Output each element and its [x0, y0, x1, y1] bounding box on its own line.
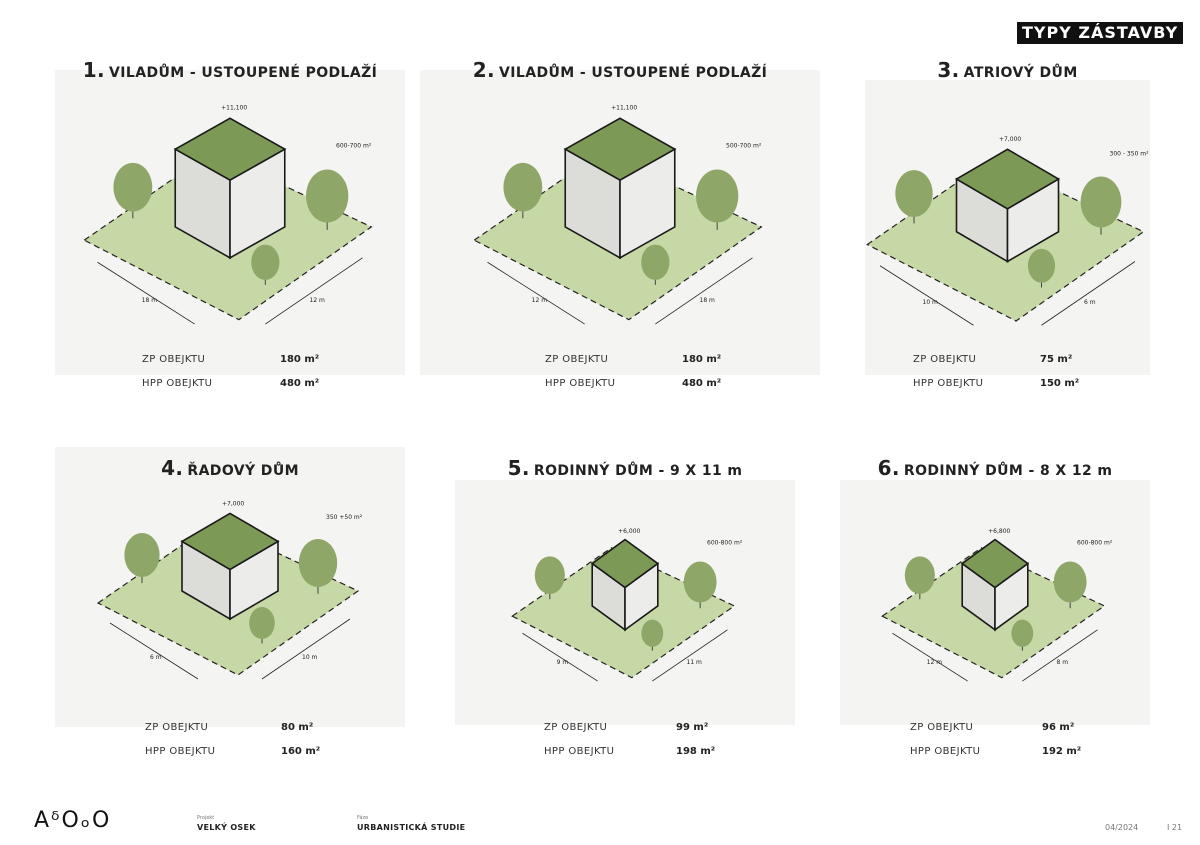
card-title: 3.ATRIOVÝ DŮM	[865, 58, 1150, 82]
dimension-label: 12 m	[532, 297, 548, 304]
plot-area-annotation: 500-700 m²	[726, 142, 762, 149]
page-badge: TYPY ZÁSTAVBY	[1017, 22, 1184, 44]
plot-area-annotation: 350 +50 m²	[326, 514, 363, 521]
project-caption: Projekt	[197, 815, 215, 821]
hpp-value: 192 m²	[1042, 746, 1082, 757]
card-number: 3.	[937, 58, 960, 82]
card-number: 1.	[82, 58, 106, 82]
building-roof	[960, 538, 1030, 589]
building-roof	[563, 117, 677, 182]
hpp-label: HPP OBEJKTU	[910, 746, 981, 757]
isometric-illustration: 18 m 12 m +11,100 600-700 m²	[55, 70, 405, 375]
hpp-value: 198 m²	[676, 746, 716, 757]
dimension-label: 11 m	[687, 659, 703, 666]
card-title-text: ŘADOVÝ DŮM	[187, 463, 299, 479]
card-number: 4.	[161, 456, 184, 480]
dimension-label: 18 m	[142, 297, 158, 304]
zp-value: 75 m²	[1040, 354, 1073, 365]
card-number: 6.	[877, 456, 900, 480]
hpp-value: 160 m²	[281, 746, 321, 757]
hpp-value: 150 m²	[1040, 378, 1080, 389]
zp-value: 99 m²	[676, 722, 709, 733]
card-title: 4.ŘADOVÝ DŮM	[55, 456, 405, 480]
studio-logo: AᵟOₒO	[34, 808, 112, 833]
zp-value: 180 m²	[682, 354, 722, 365]
dimension-label: 8 m	[1057, 659, 1069, 666]
isometric-illustration: 6 m 10 m +7,000 350 +50 m²	[55, 447, 405, 727]
plot-area-annotation: 600-800 m²	[707, 539, 743, 546]
building-roof	[173, 117, 287, 182]
isometric-illustration: 12 m 8 m +6,800 600-800 m²	[840, 480, 1150, 725]
card-title: 1.VILADŮM - USTOUPENÉ PODLAŽÍ	[55, 58, 405, 82]
zp-value: 180 m²	[280, 354, 320, 365]
dimension-label: 12 m	[310, 297, 326, 304]
card-title-text: RODINNÝ DŮM - 9 X 11 m	[533, 463, 743, 479]
page-number: I 21	[1167, 823, 1183, 832]
building-roof	[590, 538, 660, 589]
dimension-label: 6 m	[1084, 299, 1096, 306]
phase-caption: Fáze	[357, 815, 369, 821]
height-annotation: +6,000	[618, 528, 640, 535]
hpp-value: 480 m²	[280, 378, 320, 389]
hpp-label: HPP OBEJKTU	[545, 378, 616, 389]
hpp-value: 480 m²	[682, 378, 722, 389]
zp-label: ZP OBEJKTU	[544, 722, 608, 733]
card-title-text: VILADŮM - USTOUPENÉ PODLAŽÍ	[109, 65, 378, 81]
card-title: 5.RODINNÝ DŮM - 9 X 11 m	[455, 456, 795, 480]
height-annotation: +11,100	[221, 104, 247, 111]
height-annotation: +7,000	[222, 500, 244, 507]
zp-label: ZP OBEJKTU	[142, 354, 206, 365]
zp-label: ZP OBEJKTU	[145, 722, 209, 733]
hpp-label: HPP OBEJKTU	[544, 746, 615, 757]
plot-area-annotation: 600-800 m²	[1077, 539, 1113, 546]
zp-label: ZP OBEJKTU	[545, 354, 609, 365]
hpp-label: HPP OBEJKTU	[142, 378, 213, 389]
card-title: 2.VILADŮM - USTOUPENÉ PODLAŽÍ	[420, 58, 820, 82]
height-annotation: +7,000	[999, 136, 1021, 143]
isometric-illustration: 9 m 11 m +6,000 600-800 m²	[455, 480, 795, 725]
card-title: 6.RODINNÝ DŮM - 8 X 12 m	[840, 456, 1150, 480]
zp-label: ZP OBEJKTU	[913, 354, 977, 365]
hpp-label: HPP OBEJKTU	[913, 378, 984, 389]
dimension-label: 6 m	[150, 654, 162, 661]
plot-area-annotation: 600-700 m²	[336, 142, 372, 149]
card-number: 5.	[507, 456, 530, 480]
height-annotation: +11,100	[611, 104, 637, 111]
dimension-label: 12 m	[927, 659, 943, 666]
card-title-text: RODINNÝ DŮM - 8 X 12 m	[903, 463, 1113, 479]
dimension-label: 18 m	[700, 297, 716, 304]
card-title-text: VILADŮM - USTOUPENÉ PODLAŽÍ	[499, 65, 768, 81]
project-name: VELKÝ OSEK	[197, 823, 256, 832]
plot-area-annotation: 300 - 350 m²	[1110, 150, 1150, 157]
height-annotation: +6,800	[988, 528, 1010, 535]
card-title-text: ATRIOVÝ DŮM	[963, 65, 1078, 81]
hpp-label: HPP OBEJKTU	[145, 746, 216, 757]
date-label: 04/2024	[1105, 823, 1139, 832]
isometric-illustration: 10 m 6 m +7,000 300 - 350 m²	[865, 80, 1150, 375]
building-roof	[954, 148, 1061, 210]
dimension-label: 9 m	[557, 659, 569, 666]
card-number: 2.	[472, 58, 496, 82]
building-roof	[180, 512, 280, 571]
zp-value: 80 m²	[281, 722, 314, 733]
zp-value: 96 m²	[1042, 722, 1075, 733]
zp-label: ZP OBEJKTU	[910, 722, 974, 733]
isometric-illustration: 12 m 18 m +11,100 500-700 m²	[420, 70, 820, 375]
dimension-label: 10 m	[923, 299, 939, 306]
dimension-label: 10 m	[302, 654, 318, 661]
phase-name: URBANISTICKÁ STUDIE	[357, 823, 466, 832]
